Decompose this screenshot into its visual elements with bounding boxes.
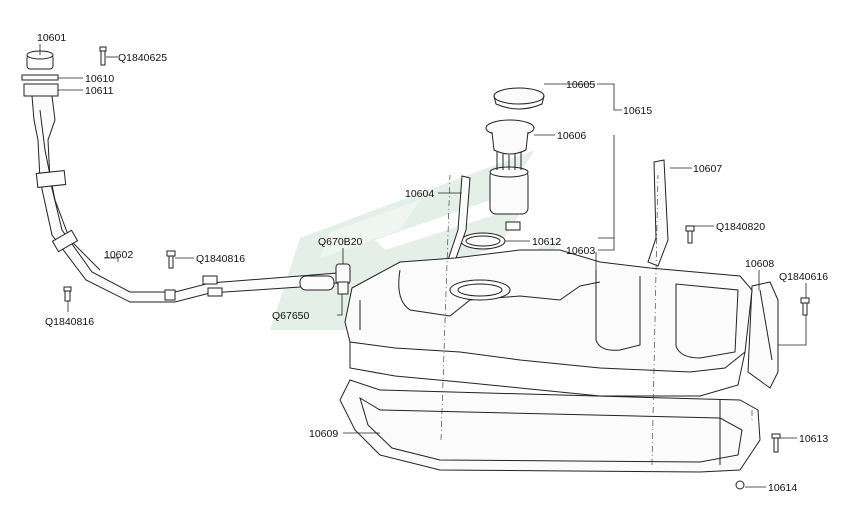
bolt-q1840625 — [99, 46, 107, 66]
label-q670b20: Q670B20 — [318, 236, 363, 248]
label-q1840816-upper: Q1840816 — [196, 253, 245, 265]
label-10606: 10606 — [557, 130, 586, 142]
label-10613: 10613 — [799, 433, 828, 445]
tank-tray — [339, 379, 761, 473]
tank-strap-right — [647, 159, 669, 267]
label-10614: 10614 — [768, 482, 797, 494]
label-q1840820: Q1840820 — [716, 221, 765, 233]
fuel-tank — [344, 249, 753, 397]
bolt-q1840616 — [800, 297, 810, 316]
label-10610: 10610 — [85, 73, 114, 85]
filler-gasket — [21, 74, 59, 97]
centerline-left — [440, 174, 451, 441]
nut-10614 — [735, 480, 745, 490]
bolt-q1840816-lower — [63, 286, 72, 302]
label-10615: 10615 — [623, 105, 652, 117]
label-q1840616: Q1840616 — [779, 271, 828, 283]
label-10611: 10611 — [85, 85, 114, 97]
label-10609: 10609 — [309, 428, 338, 440]
label-10604: 10604 — [405, 188, 434, 200]
hose-clamp — [299, 263, 351, 295]
label-10603: 10603 — [566, 245, 595, 257]
label-10612: 10612 — [532, 236, 561, 248]
label-q67650: Q67650 — [272, 310, 310, 322]
label-q1840625: Q1840625 — [118, 52, 167, 64]
label-10602: 10602 — [104, 249, 133, 261]
leader-lines — [39, 44, 807, 488]
label-10607: 10607 — [693, 163, 722, 175]
label-10601: 10601 — [37, 32, 66, 44]
bolt-q1840820 — [685, 225, 695, 244]
centerline-right — [651, 174, 659, 466]
pump-seal-ring — [460, 232, 506, 250]
label-10608: 10608 — [745, 258, 774, 270]
bolt-q1840816-upper — [166, 250, 176, 269]
label-10605: 10605 — [566, 79, 595, 91]
heat-shield — [747, 281, 779, 389]
fuel-pump-module — [485, 119, 535, 231]
bolt-10613 — [771, 433, 781, 453]
label-q1840816-lower: Q1840816 — [45, 316, 94, 328]
lock-ring — [493, 87, 545, 110]
